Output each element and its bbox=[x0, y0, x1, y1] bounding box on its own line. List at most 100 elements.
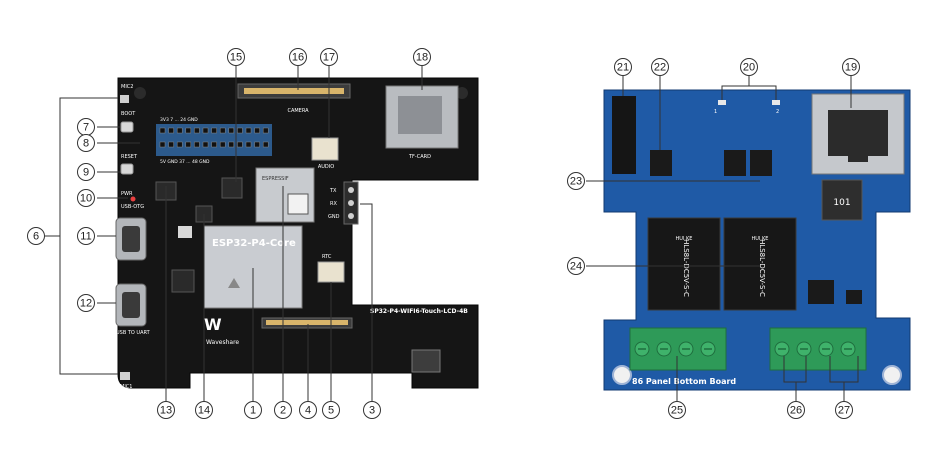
callout-8-circle bbox=[77, 134, 95, 152]
callout-20-label: 20 bbox=[743, 62, 755, 74]
tf-card-slot-inner bbox=[398, 96, 442, 134]
header-pin bbox=[262, 127, 269, 134]
header-pin bbox=[176, 127, 183, 134]
callout-13-circle bbox=[157, 401, 175, 419]
bottom-board-label: 86 Panel Bottom Board bbox=[632, 377, 736, 386]
callout-16-label: 16 bbox=[292, 52, 304, 64]
header-pin bbox=[159, 141, 166, 148]
reset-label: RESET bbox=[121, 154, 138, 160]
callout-26-label: 26 bbox=[790, 405, 802, 417]
callout-10-label: 10 bbox=[80, 193, 92, 205]
header-pin bbox=[194, 141, 200, 148]
header-pin bbox=[202, 141, 209, 148]
relay-1 bbox=[647, 217, 721, 311]
audio-label: AUDIO bbox=[318, 164, 334, 170]
relay-1-brand: HUI KE bbox=[676, 236, 693, 242]
terminal-block-left bbox=[629, 327, 727, 371]
callout-20-circle bbox=[740, 58, 758, 76]
callout-3-label: 3 bbox=[369, 405, 375, 417]
usb-to-uart-label: USB TO UART bbox=[116, 330, 151, 336]
espressif-label: ESPRESSIF bbox=[262, 176, 289, 182]
callout-4-label: 4 bbox=[305, 405, 311, 417]
callout-8-label: 8 bbox=[83, 138, 89, 150]
callout-27-circle bbox=[835, 401, 853, 419]
mic2-label: MIC2 bbox=[121, 84, 133, 90]
qr-code bbox=[287, 193, 309, 215]
transistor bbox=[650, 150, 672, 176]
pin-header bbox=[156, 124, 272, 156]
header-pin bbox=[237, 127, 243, 134]
callout-7-label: 7 bbox=[83, 122, 89, 134]
callout-3-circle bbox=[363, 401, 381, 419]
boot-button bbox=[120, 121, 134, 133]
terminal-block-right bbox=[769, 327, 867, 371]
button-component bbox=[178, 226, 192, 238]
reset-button bbox=[120, 163, 134, 175]
relay-2-brand: HUI KE bbox=[752, 236, 769, 242]
relay-2 bbox=[723, 217, 797, 311]
header-pin bbox=[254, 141, 260, 148]
callout-23-label: 23 bbox=[570, 176, 582, 188]
callout-1-circle bbox=[244, 401, 262, 419]
gnd-label: GND bbox=[328, 214, 340, 220]
callout-19-circle bbox=[842, 58, 860, 76]
pwr-label: PWR bbox=[121, 191, 133, 197]
callout-12-circle bbox=[77, 294, 95, 312]
callout-10-circle bbox=[77, 189, 95, 207]
leader-20 bbox=[721, 76, 777, 100]
header-pin bbox=[245, 127, 252, 134]
header-pin bbox=[219, 141, 226, 148]
chip-title: ESP32-P4-Core bbox=[212, 238, 296, 249]
callout-15-circle bbox=[227, 48, 245, 66]
left-board: CAMERA TF-CARD AUDIO 3V3 7 ... 24 GND 5V… bbox=[115, 77, 479, 390]
header-pin bbox=[176, 141, 183, 148]
right-board: 1 2 101 HUI KE HLS8L-DC5V-S-C HUI KE HLS… bbox=[603, 89, 911, 391]
callout-25-circle bbox=[668, 401, 686, 419]
callout-25-label: 25 bbox=[671, 405, 683, 417]
camera-label: CAMERA bbox=[287, 108, 309, 114]
inductor bbox=[821, 179, 863, 221]
callout-9-circle bbox=[77, 163, 95, 181]
led-2 bbox=[772, 100, 780, 105]
rx-label: RX bbox=[330, 201, 337, 207]
female-header bbox=[612, 96, 636, 174]
camera-connector-pins bbox=[244, 88, 344, 94]
callout-14-label: 14 bbox=[198, 405, 210, 417]
header-pin bbox=[228, 141, 235, 148]
mount-hole bbox=[134, 87, 146, 99]
callout-13-label: 13 bbox=[160, 405, 172, 417]
usb-otg-label: USB-OTG bbox=[121, 204, 144, 210]
mount-hole bbox=[882, 365, 902, 385]
rtc-label: RTC bbox=[322, 254, 332, 260]
relay-1-model: HLS8L-DC5V-S-C bbox=[682, 239, 690, 297]
pwr-led bbox=[130, 196, 136, 202]
callout-11-circle bbox=[77, 227, 95, 245]
ic-chip bbox=[171, 269, 195, 293]
uart-pin bbox=[348, 187, 354, 193]
callout-1-label: 1 bbox=[250, 405, 256, 417]
waveshare-label: Waveshare bbox=[206, 339, 239, 346]
callout-4-circle bbox=[299, 401, 317, 419]
header-pin bbox=[194, 127, 200, 134]
warning-mark bbox=[228, 278, 240, 288]
callout-24-circle bbox=[567, 257, 585, 275]
power-inductor bbox=[411, 349, 441, 373]
header-pin bbox=[168, 141, 174, 148]
tx-label: TX bbox=[329, 188, 337, 194]
waveshare-logo-mark: W bbox=[204, 315, 222, 334]
header-pin bbox=[168, 127, 174, 134]
led-1 bbox=[718, 100, 726, 105]
usb-otg-port-opening bbox=[122, 226, 140, 252]
mount-hole bbox=[612, 365, 632, 385]
usb-uart-port-opening bbox=[122, 292, 140, 318]
callout-11-label: 11 bbox=[80, 231, 91, 243]
callout-5-label: 5 bbox=[328, 405, 334, 417]
header-pin bbox=[245, 141, 252, 148]
header-pin bbox=[254, 127, 260, 134]
callout-16-circle bbox=[289, 48, 307, 66]
transistor bbox=[750, 150, 772, 176]
callout-24-label: 24 bbox=[570, 261, 582, 273]
leader-27 bbox=[829, 356, 859, 402]
header-pin bbox=[228, 127, 235, 134]
